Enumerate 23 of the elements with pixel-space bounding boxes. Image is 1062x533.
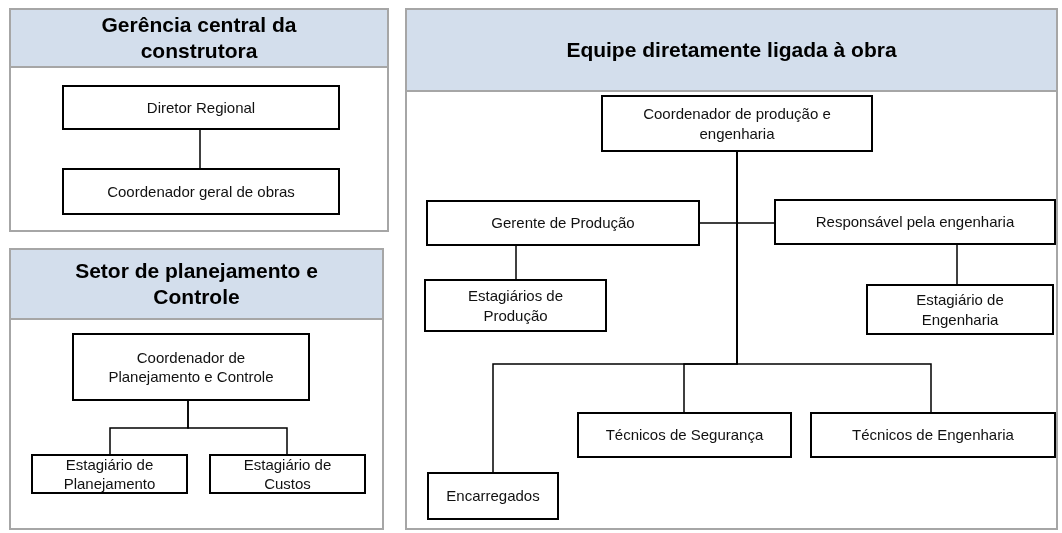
panel — [405, 8, 1058, 530]
connector-line — [956, 244, 958, 285]
panel — [9, 248, 384, 530]
role-box: Estagiários de Produção — [424, 279, 607, 332]
connector-line — [187, 400, 288, 455]
panel-header: Gerência central da construtora — [11, 10, 387, 68]
role-box: Técnicos de Segurança — [577, 412, 792, 458]
role-box: Diretor Regional — [62, 85, 340, 130]
connector-line — [515, 245, 517, 280]
role-box: Estagiário de Engenharia — [866, 284, 1054, 335]
panel — [9, 8, 389, 232]
role-box: Estagiário de Custos — [209, 454, 366, 494]
role-box: Coordenador de produção e engenharia — [601, 95, 873, 152]
role-box: Coordenador de Planejamento e Controle — [72, 333, 310, 401]
connector-line — [199, 129, 201, 169]
panel-header: Equipe diretamente ligada à obra — [407, 10, 1056, 92]
role-box: Encarregados — [427, 472, 559, 520]
role-box: Técnicos de Engenharia — [810, 412, 1056, 458]
role-box: Responsável pela engenharia — [774, 199, 1056, 245]
role-box: Estagiário de Planejamento — [31, 454, 188, 494]
panel-header: Setor de planejamento e Controle — [11, 250, 382, 320]
role-box: Gerente de Produção — [426, 200, 700, 246]
role-box: Coordenador geral de obras — [62, 168, 340, 215]
